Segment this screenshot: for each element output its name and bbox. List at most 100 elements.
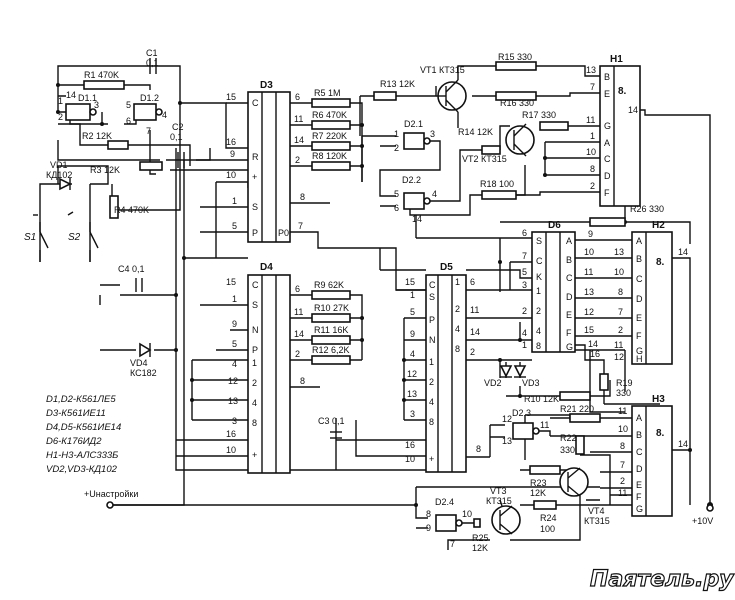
svg-text:P: P xyxy=(429,315,435,325)
switch-s1[interactable]: S1 xyxy=(24,214,49,262)
svg-text:2: 2 xyxy=(394,143,399,153)
svg-text:R14 12K: R14 12K xyxy=(458,127,493,137)
svg-text:R: R xyxy=(252,152,259,162)
svg-text:14: 14 xyxy=(678,439,688,449)
svg-text:2: 2 xyxy=(522,306,527,316)
svg-text:R8 120K: R8 120K xyxy=(312,151,347,161)
svg-text:S2: S2 xyxy=(68,232,81,243)
chip-d6: D6 S C K 1 2 4 8 6 7 5 3 2 4 1 A B C D E… xyxy=(522,220,600,359)
svg-text:R6 470K: R6 470K xyxy=(312,110,347,120)
resistor-r11 xyxy=(311,335,351,345)
svg-text:12: 12 xyxy=(407,369,417,379)
svg-text:F: F xyxy=(566,328,572,338)
svg-text:13: 13 xyxy=(502,436,512,446)
svg-text:10: 10 xyxy=(584,247,594,257)
svg-text:H1-H3-АЛС333Б: H1-H3-АЛС333Б xyxy=(46,450,118,461)
transistor-vt4: VT4 КТ315 xyxy=(559,467,610,526)
svg-text:9: 9 xyxy=(426,523,431,533)
svg-text:13: 13 xyxy=(614,247,624,257)
resistor-r7 xyxy=(311,141,351,151)
svg-text:8: 8 xyxy=(590,164,595,174)
svg-text:S: S xyxy=(252,300,258,310)
svg-text:4: 4 xyxy=(232,359,237,369)
svg-text:R24: R24 xyxy=(540,513,557,523)
svg-text:КТ315: КТ315 xyxy=(584,516,610,526)
svg-text:+Uнастройки: +Uнастройки xyxy=(84,489,138,499)
svg-text:13: 13 xyxy=(586,65,596,75)
svg-text:7: 7 xyxy=(620,460,625,470)
display-h2: H2 8. A B C D E F G H 13 10 8 7 2 11 12 … xyxy=(614,220,688,365)
resistor-r10b xyxy=(559,391,591,401)
svg-text:КС182: КС182 xyxy=(130,368,157,378)
svg-text:N: N xyxy=(429,335,436,345)
svg-text:2: 2 xyxy=(618,325,623,335)
resistor-r23 xyxy=(529,465,561,475)
resistor-r6 xyxy=(311,120,351,130)
gate-d1-1: D1.1 1 2 14 3 xyxy=(58,90,99,122)
svg-text:11: 11 xyxy=(618,488,627,498)
svg-text:2: 2 xyxy=(252,378,257,388)
svg-text:+: + xyxy=(252,172,257,182)
svg-text:C: C xyxy=(566,273,573,283)
diodes: VD1 КД102 VD4 КС182 VD2 VD3 xyxy=(46,160,540,388)
transistor-vt3: VT3 КТ315 xyxy=(486,486,521,535)
svg-text:100: 100 xyxy=(540,524,555,534)
svg-text:6: 6 xyxy=(522,228,527,238)
resistor-r24 xyxy=(533,500,557,510)
resistor-r1 xyxy=(83,80,125,90)
resistor-r8 xyxy=(311,161,351,171)
resistor-r9 xyxy=(311,290,351,300)
svg-text:1: 1 xyxy=(536,286,541,296)
svg-text:11: 11 xyxy=(584,267,593,277)
svg-text:R23: R23 xyxy=(530,478,547,488)
svg-text:VD2: VD2 xyxy=(484,378,502,388)
svg-text:2: 2 xyxy=(536,306,541,316)
svg-text:S: S xyxy=(536,236,542,246)
svg-text:D2.2: D2.2 xyxy=(402,175,421,185)
svg-text:13: 13 xyxy=(584,287,594,297)
svg-text:4: 4 xyxy=(522,328,527,338)
display-label: H3 xyxy=(652,394,665,405)
svg-text:14: 14 xyxy=(588,339,598,349)
gate-d2-1: D2.1 1 2 3 xyxy=(394,119,435,153)
svg-text:330: 330 xyxy=(560,445,575,455)
resistor-r5 xyxy=(311,98,351,108)
svg-text:10: 10 xyxy=(586,147,596,157)
svg-text:2: 2 xyxy=(620,476,625,486)
svg-text:6: 6 xyxy=(394,203,399,213)
terminal-tune: +Uнастройки xyxy=(84,489,138,509)
svg-text:2: 2 xyxy=(295,155,300,165)
svg-text:6: 6 xyxy=(470,277,475,287)
svg-text:C: C xyxy=(536,256,543,266)
svg-text:10: 10 xyxy=(618,424,628,434)
svg-text:6: 6 xyxy=(126,116,131,126)
svg-text:3: 3 xyxy=(410,409,415,419)
svg-text:5: 5 xyxy=(126,100,131,110)
svg-text:14: 14 xyxy=(66,90,76,100)
switch-s2[interactable]: S2 xyxy=(67,211,99,262)
resistors: R1 470K R2 12K R3 12K R4 470K R5 1M R6 4… xyxy=(82,52,664,553)
svg-text:1: 1 xyxy=(522,340,527,350)
svg-text:9: 9 xyxy=(230,149,235,159)
svg-text:14: 14 xyxy=(412,214,422,224)
terminal-supply: +10V xyxy=(692,504,714,526)
capacitors: C1 0,1 C2 0,1 C3 0,1 C4 0,1 xyxy=(118,48,345,439)
chip-d5: D5 C S P N 1 2 4 8 + 15 1 5 9 4 12 13 3 … xyxy=(405,262,481,473)
gate-d2-3: D2.3 12 13 11 xyxy=(502,408,549,446)
svg-text:D6-К176ИД2: D6-К176ИД2 xyxy=(46,436,102,447)
svg-text:VD2,VD3-КД102: VD2,VD3-КД102 xyxy=(46,464,118,475)
svg-text:8: 8 xyxy=(536,341,541,351)
svg-text:7: 7 xyxy=(618,307,623,317)
svg-text:7: 7 xyxy=(146,126,151,136)
svg-text:D: D xyxy=(604,171,611,181)
svg-text:7: 7 xyxy=(298,221,303,231)
resistor-r25 xyxy=(473,518,481,528)
svg-text:C2: C2 xyxy=(172,122,184,132)
svg-text:15: 15 xyxy=(584,325,594,335)
svg-text:13: 13 xyxy=(407,389,417,399)
svg-text:E: E xyxy=(636,480,642,490)
svg-text:4: 4 xyxy=(252,398,257,408)
svg-text:B: B xyxy=(636,430,642,440)
svg-text:C: C xyxy=(252,280,259,290)
svg-text:H: H xyxy=(636,354,643,364)
